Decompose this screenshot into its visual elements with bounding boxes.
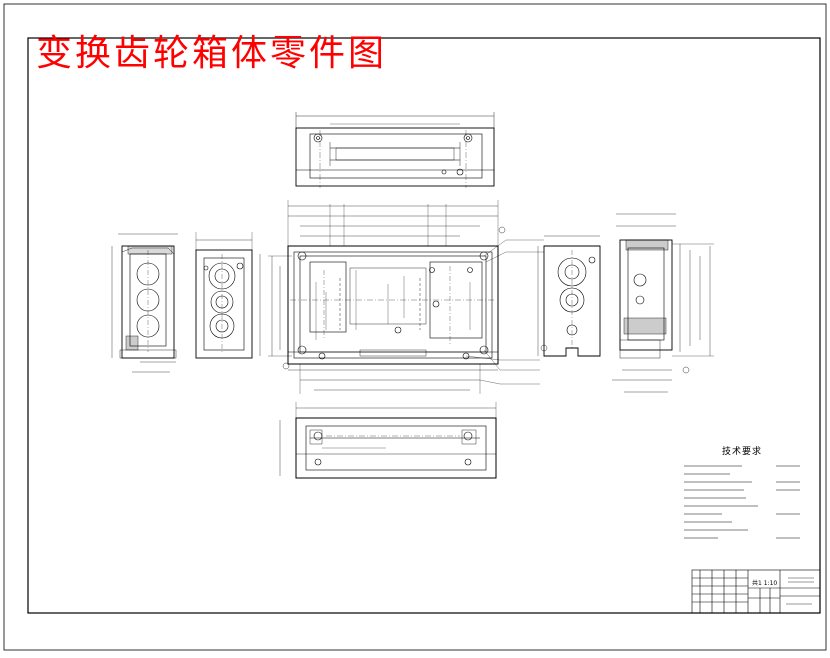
front-view	[268, 200, 548, 394]
title-block-ratio: 共1 1:10	[752, 580, 778, 587]
technical-requirements-heading: 技术要求	[722, 447, 763, 457]
outer-border	[3, 3, 827, 651]
section-view-left	[111, 233, 178, 373]
top-view	[295, 112, 495, 188]
bottom-view	[279, 402, 497, 479]
technical-requirements-notes	[684, 465, 800, 539]
drawing-title: 变换齿轮箱体零件图	[36, 33, 388, 74]
inner-frame	[27, 37, 821, 614]
side-view-left	[195, 232, 261, 359]
title-block	[691, 569, 821, 614]
side-view-right	[537, 235, 601, 357]
section-view-right	[612, 213, 714, 393]
